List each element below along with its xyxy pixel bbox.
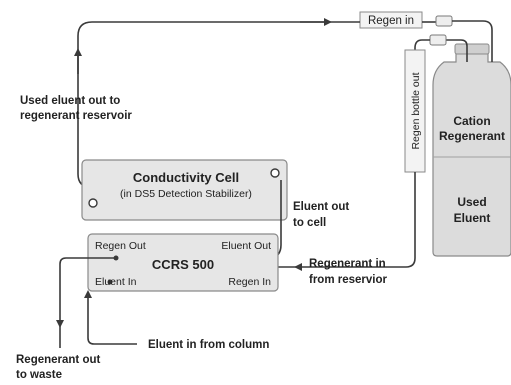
connector-fitting [435,15,453,27]
regen-in-reservoir-label-2: from reservior [309,274,388,286]
regen-waste-label-2: to waste [16,369,62,381]
regen-in-reservoir-label-1: Regenerant in [309,258,386,270]
bottle-cation-label-1: Cation [453,114,490,128]
ccrs-regen-out-label: Regen Out [95,240,146,252]
eluent-in-line [84,290,137,345]
regenerant-bottle [432,43,511,257]
bottle-used-label-1: Used [457,195,486,209]
ccrs-500-box [87,233,279,292]
regen-in-tag [359,11,423,29]
ccrs-title: CCRS 500 [152,257,214,272]
cell-port-left [88,198,98,208]
cell-port-right [270,168,280,178]
eluent-out-cell-label-2: to cell [293,217,326,229]
cell-title: Conductivity Cell [133,170,239,185]
conductivity-cell [81,159,288,221]
ccrs-port-eluent-in [107,279,113,285]
used-eluent-label-2: regenerant reservoir [20,110,132,122]
bottle-used-label-2: Eluent [454,211,491,225]
used-eluent-label-1: Used eluent out to [20,95,120,107]
bottle-cation-label-2: Regenerant [439,129,505,143]
cell-subtitle: (in DS5 Detection Stabilizer) [120,188,252,200]
ccrs-regen-in-label: Regen In [228,276,271,288]
regen-bottle-out-label: Regen bottle out [410,72,422,149]
eluent-in-column-label: Eluent in from column [148,339,269,351]
regen-in-label: Regen in [368,15,414,27]
regen-waste-line [56,257,116,328]
regen-waste-label-1: Regenerant out [16,354,101,366]
regen-bottle-out-line [446,39,468,62]
ccrs-eluent-out-label: Eluent Out [221,240,271,252]
eluent-out-cell-label-1: Eluent out [293,201,349,213]
connector-fitting-2 [429,34,447,46]
ccrs-eluent-in-label: Eluent In [95,276,137,288]
